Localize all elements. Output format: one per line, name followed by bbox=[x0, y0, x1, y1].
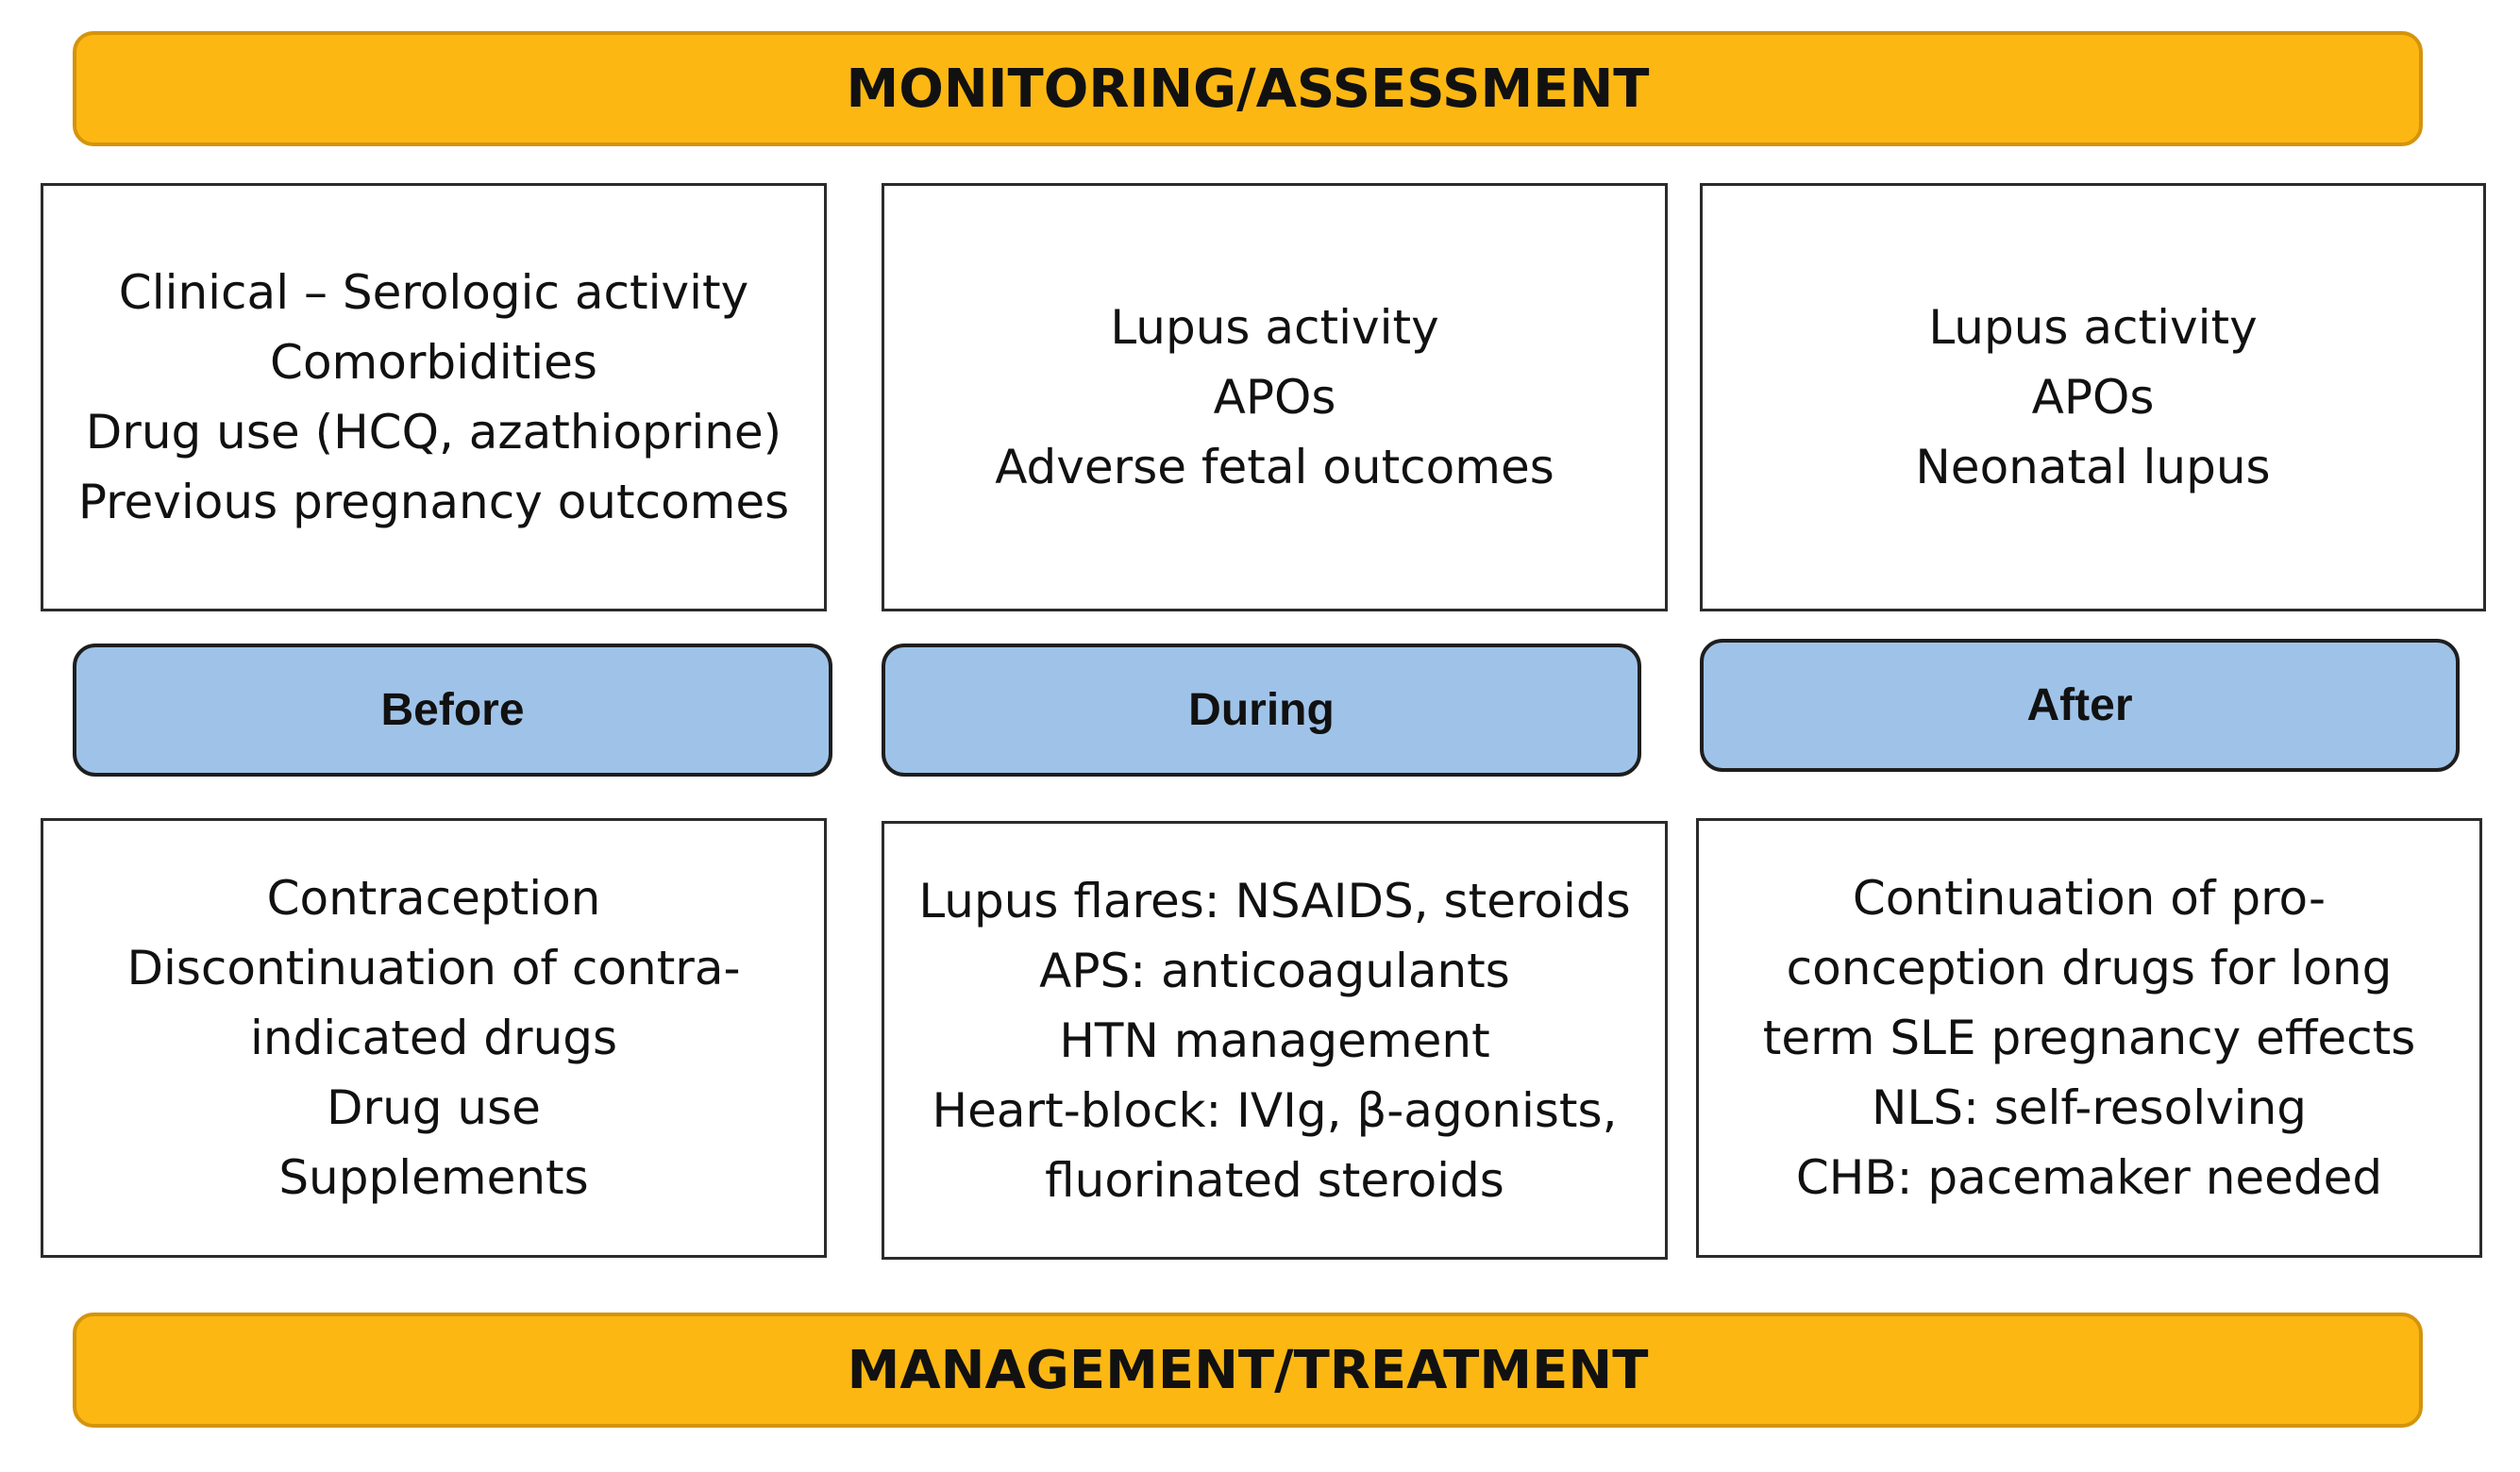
monitoring-before-line: Previous pregnancy outcomes bbox=[77, 475, 790, 529]
management-after-line: CHB: pacemaker needed bbox=[1795, 1150, 2383, 1205]
management-before-line: Contraception bbox=[266, 871, 601, 926]
monitoring-during-line: Adverse fetal outcomes bbox=[995, 440, 1554, 494]
management-during-line: fluorinated steroids bbox=[1045, 1152, 1504, 1208]
management-after-line: Continuation of pro- bbox=[1852, 871, 2327, 926]
management-treatment-banner: MANAGEMENT/TREATMENT bbox=[73, 1313, 2423, 1428]
monitoring-before-box: Clinical – Serologic activity Comorbidit… bbox=[41, 183, 827, 611]
monitoring-before-line: Clinical – Serologic activity bbox=[118, 265, 749, 320]
phase-after: After bbox=[1700, 639, 2460, 772]
management-after-line: conception drugs for long bbox=[1786, 941, 2393, 995]
management-before-line: Supplements bbox=[278, 1150, 589, 1205]
monitoring-before-line: Drug use (HCQ, azathioprine) bbox=[85, 405, 782, 460]
management-after-box: Continuation of pro- conception drugs fo… bbox=[1696, 818, 2482, 1258]
management-during-box: Lupus flares: NSAIDS, steroids APS: anti… bbox=[882, 821, 1668, 1260]
management-after-line: term SLE pregnancy effects bbox=[1762, 1011, 2416, 1065]
monitoring-after-box: Lupus activity APOs Neonatal lupus bbox=[1700, 183, 2486, 611]
management-before-line: Drug use bbox=[327, 1080, 541, 1135]
monitoring-assessment-banner: MONITORING/ASSESSMENT bbox=[73, 31, 2423, 146]
monitoring-after-line: Neonatal lupus bbox=[1915, 440, 2271, 494]
management-after-line: NLS: self-resolving bbox=[1871, 1080, 2307, 1135]
monitoring-after-line: APOs bbox=[2031, 370, 2155, 425]
management-during-line: Heart-block: IVIg, β-agonists, bbox=[932, 1082, 1618, 1138]
management-before-box: Contraception Discontinuation of contra-… bbox=[41, 818, 827, 1258]
monitoring-during-line: Lupus activity bbox=[1110, 300, 1439, 355]
monitoring-during-box: Lupus activity APOs Adverse fetal outcom… bbox=[882, 183, 1668, 611]
phase-before: Before bbox=[73, 644, 832, 777]
management-during-line: HTN management bbox=[1059, 1012, 1490, 1068]
management-before-line: indicated drugs bbox=[249, 1011, 618, 1065]
management-before-line: Discontinuation of contra- bbox=[126, 941, 741, 995]
monitoring-after-line: Lupus activity bbox=[1928, 300, 2258, 355]
management-during-line: Lupus flares: NSAIDS, steroids bbox=[918, 873, 1631, 928]
phase-during: During bbox=[882, 644, 1641, 777]
management-during-line: APS: anticoagulants bbox=[1039, 943, 1510, 998]
monitoring-before-line: Comorbidities bbox=[270, 335, 597, 390]
monitoring-during-line: APOs bbox=[1213, 370, 1336, 425]
